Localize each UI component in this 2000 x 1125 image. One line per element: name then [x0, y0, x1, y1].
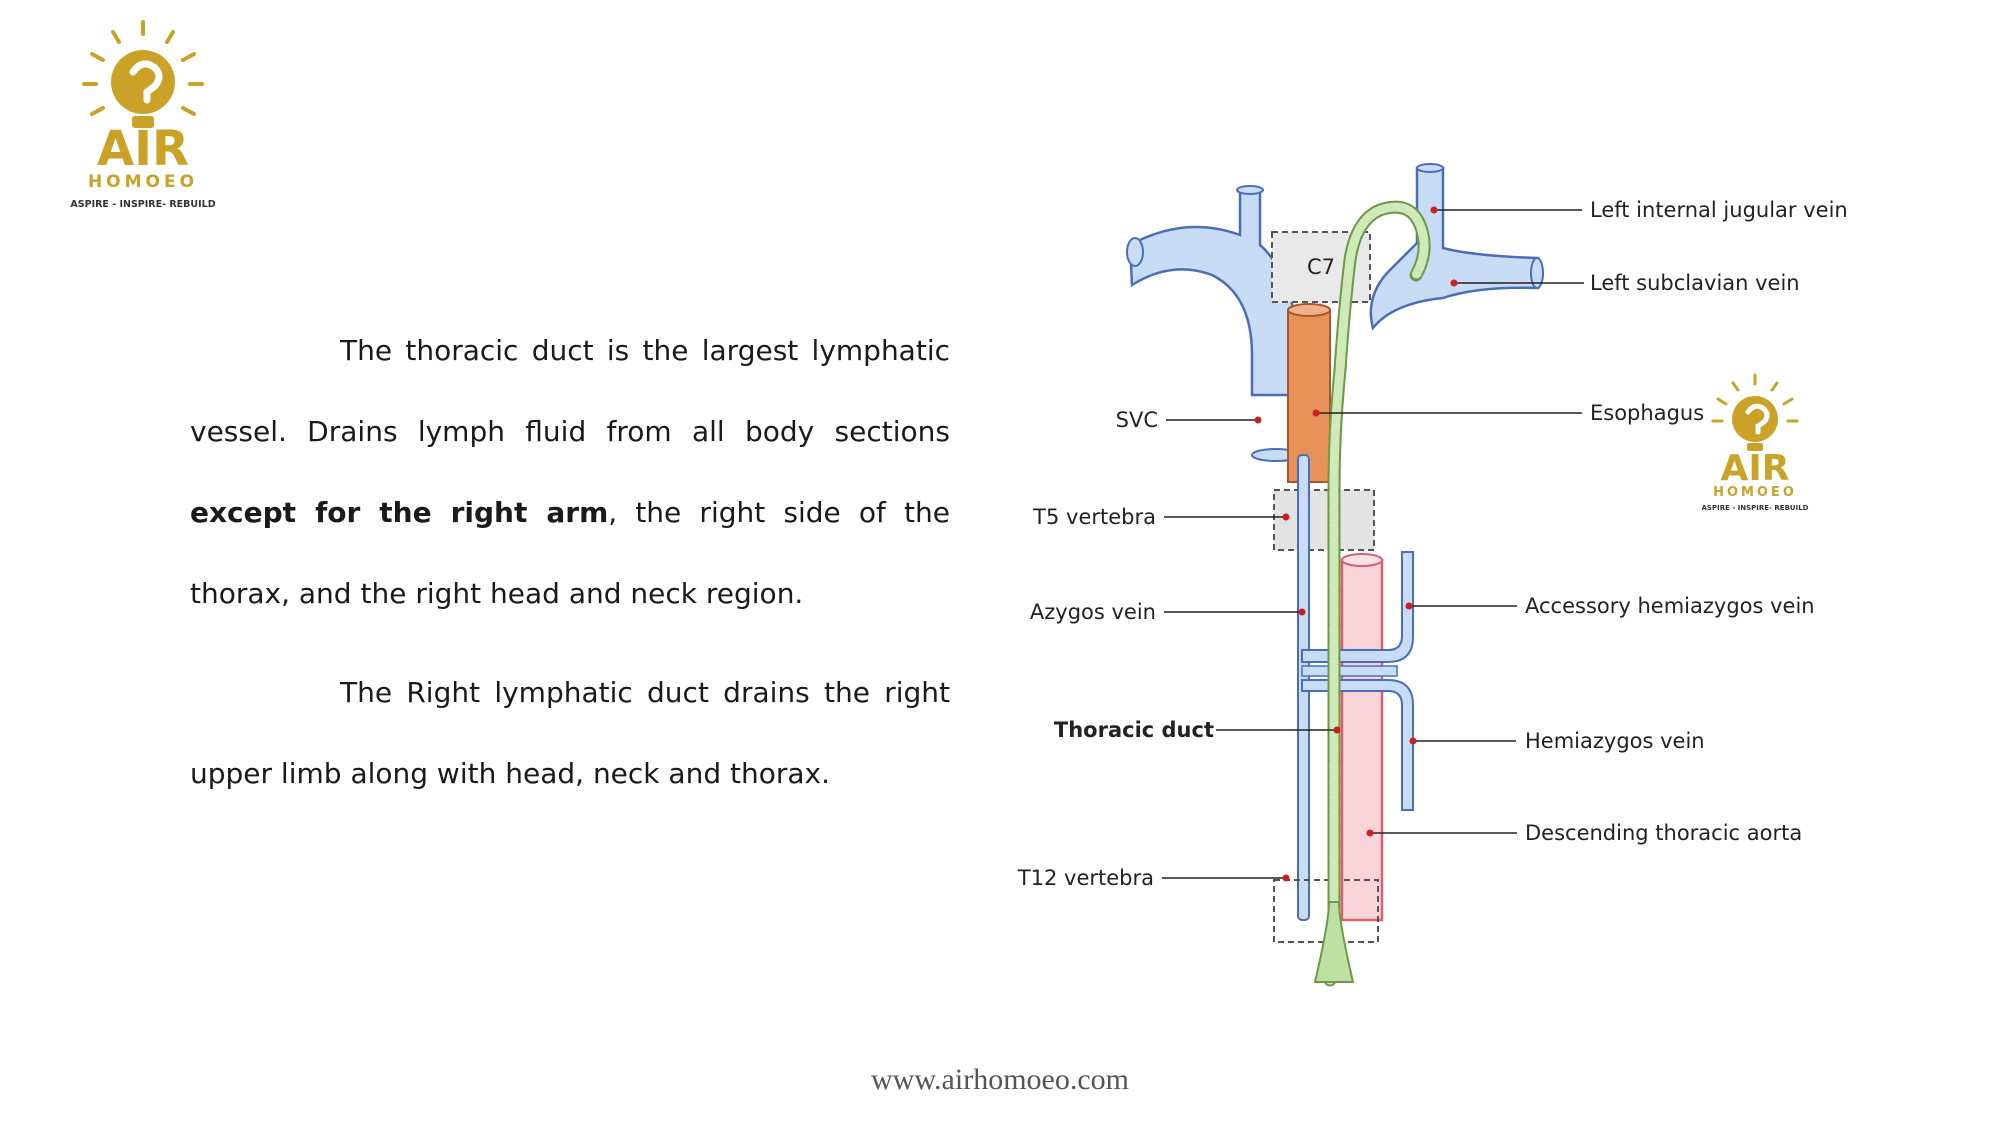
air-homoeo-logo: AIR HOMOEO ASPIRE - INSPIRE- REBUILD — [70, 20, 216, 210]
leader-lines — [1162, 209, 1584, 879]
logo-wordmark: AIR — [97, 121, 189, 177]
label-left-subclavian: Left subclavian vein — [1590, 271, 1800, 295]
paragraph-1-bold: except for the right arm — [190, 496, 609, 529]
logo-brand: HOMOEO — [88, 172, 198, 192]
label-t5-vertebra: T5 vertebra — [1032, 505, 1156, 529]
watermark-lightbulb-icon — [1711, 373, 1799, 451]
aorta-shape — [1340, 553, 1384, 922]
label-t12-vertebra: T12 vertebra — [1017, 866, 1154, 890]
thoracic-duct-shape — [1313, 200, 1431, 987]
t5-vertebra-box — [1273, 489, 1375, 551]
watermark-tagline: ASPIRE - INSPIRE- REBUILD — [1702, 504, 1809, 512]
accessory-hemiazygos-shape — [1301, 551, 1414, 663]
logo-tagline: ASPIRE - INSPIRE- REBUILD — [70, 199, 215, 210]
esophagus-shape — [1287, 303, 1331, 483]
left-jugular-subclavian — [1369, 163, 1544, 331]
label-left-ijv: Left internal jugular vein — [1590, 198, 1848, 222]
label-descending-aorta: Descending thoracic aorta — [1525, 821, 1802, 845]
label-esophagus: Esophagus — [1590, 401, 1704, 425]
label-accessory-hemiazygos: Accessory hemiazygos vein — [1525, 594, 1815, 618]
paragraph-1-after: , the right side of the thorax, and the … — [190, 496, 950, 610]
c7-label: C7 — [1307, 255, 1335, 279]
label-hemiazygos: Hemiazygos vein — [1525, 729, 1705, 753]
thoracic-duct-diagram: C7 — [1017, 163, 1848, 987]
lightbulb-head-icon — [82, 20, 204, 128]
label-azygos-vein: Azygos vein — [1030, 600, 1156, 624]
watermark-wordmark: AIR — [1721, 448, 1790, 489]
watermark-brand: HOMOEO — [1713, 485, 1797, 500]
paragraph-thoracic-duct: The thoracic duct is the largest lymphat… — [190, 310, 950, 634]
leader-dots — [1254, 206, 1458, 882]
watermark-logo: AIR HOMOEO ASPIRE - INSPIRE- REBUILD — [1702, 373, 1809, 512]
hemiazygos-shape — [1301, 679, 1414, 811]
body-text: The thoracic duct is the largest lymphat… — [190, 310, 950, 814]
t12-vertebra-box — [1273, 879, 1379, 943]
paragraph-1-before: The thoracic duct is the largest lymphat… — [190, 334, 950, 448]
paragraph-right-lymphatic-duct: The Right lymphatic duct drains the righ… — [190, 676, 950, 790]
label-thoracic-duct: Thoracic duct — [1054, 718, 1214, 742]
label-svc: SVC — [1116, 408, 1158, 432]
footer-url[interactable]: www.airhomoeo.com — [871, 1063, 1129, 1096]
